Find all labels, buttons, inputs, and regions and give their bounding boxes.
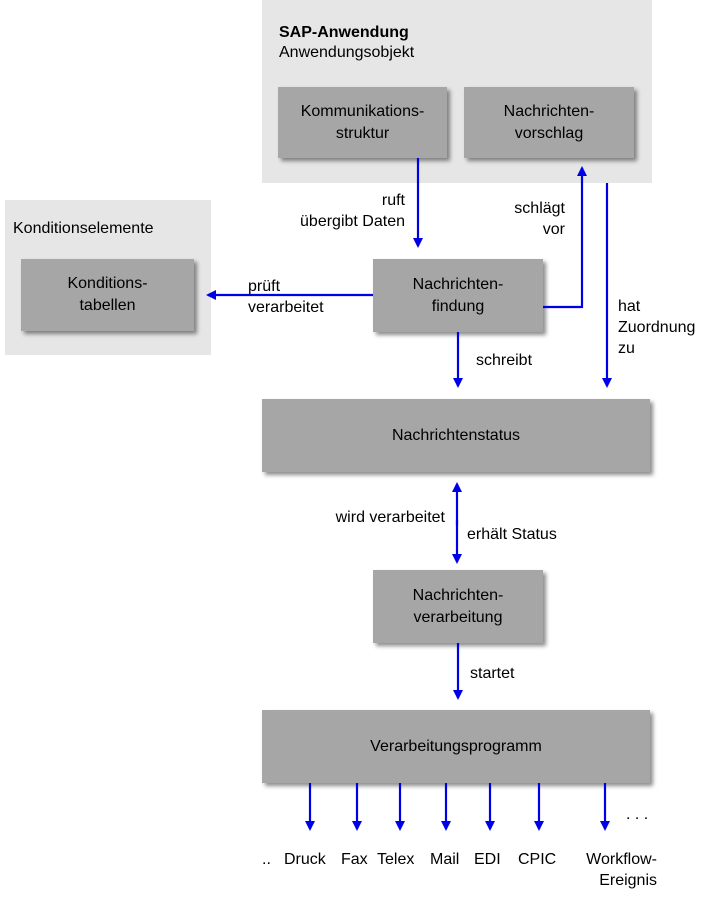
message-status-label: Nachrichtenstatus bbox=[391, 426, 521, 444]
edge-label-schlaegt-vor: schlägt vor bbox=[514, 198, 565, 240]
edge-label-zuordnung-line1: hat bbox=[618, 298, 641, 315]
arrow-schlaegt-vor bbox=[543, 166, 587, 309]
message-proposal-line2: vorschlag bbox=[514, 124, 584, 142]
communication-structure-line2: struktur bbox=[335, 124, 390, 142]
message-processing-line1: Nachrichten- bbox=[412, 586, 504, 604]
output-ellipsis-right: . . . bbox=[626, 806, 649, 823]
output-label-workflow: Workflow- Ereignis bbox=[586, 849, 657, 891]
output-ellipsis-left: .. bbox=[262, 851, 271, 868]
message-processing-line2: verarbeitung bbox=[413, 608, 503, 626]
message-determination-box: Nachrichten- findung bbox=[373, 259, 543, 332]
edge-label-ruft-line2: übergibt Daten bbox=[300, 213, 405, 230]
message-determination-line2: findung bbox=[431, 297, 485, 315]
output-label-fax: Fax bbox=[341, 851, 368, 868]
output-label-workflow-line2: Ereignis bbox=[599, 872, 657, 889]
processing-program-label: Verarbeitungsprogramm bbox=[370, 737, 542, 755]
edge-label-zuordnung-line3: zu bbox=[618, 340, 635, 357]
message-processing-box: Nachrichten- verarbeitung bbox=[373, 570, 543, 643]
edge-label-prueft-line1: prüft bbox=[248, 278, 281, 295]
message-determination-line1: Nachrichten- bbox=[412, 275, 504, 293]
edge-label-zuordnung: hat Zuordnung zu bbox=[618, 296, 695, 359]
output-label-mail: Mail bbox=[430, 851, 460, 868]
edge-label-ruft: ruft übergibt Daten bbox=[300, 190, 405, 232]
message-status-box: Nachrichtenstatus bbox=[262, 399, 650, 472]
edge-label-prueft-line2: verarbeitet bbox=[248, 299, 324, 316]
condition-tables-line2: tabellen bbox=[79, 297, 136, 314]
edge-label-schlaegt-line2: vor bbox=[542, 221, 565, 238]
edge-label-schreibt: schreibt bbox=[476, 352, 533, 369]
edge-label-startet: startet bbox=[470, 665, 515, 682]
edge-label-wird-verarbeitet: wird verarbeitet bbox=[335, 509, 445, 526]
condition-tables-box: Konditions- tabellen bbox=[21, 259, 194, 331]
message-proposal-box: Nachrichten- vorschlag bbox=[464, 87, 634, 158]
message-proposal-line1: Nachrichten- bbox=[503, 102, 595, 120]
communication-structure-box: Kommunikations- struktur bbox=[278, 87, 447, 158]
communication-structure-line1: Kommunikations- bbox=[300, 102, 425, 120]
output-label-cpic: CPIC bbox=[518, 851, 557, 868]
condition-elements-title: Konditionselemente bbox=[13, 220, 154, 237]
condition-tables-line1: Konditions- bbox=[67, 275, 148, 292]
output-label-telex: Telex bbox=[377, 851, 415, 868]
output-label-workflow-line1: Workflow- bbox=[586, 851, 657, 868]
sap-application-title: SAP-Anwendung bbox=[279, 24, 409, 41]
output-label-druck: Druck bbox=[284, 851, 326, 868]
edge-label-zuordnung-line2: Zuordnung bbox=[618, 319, 696, 336]
processing-program-box: Verarbeitungsprogramm bbox=[262, 710, 650, 783]
output-label-edi: EDI bbox=[474, 851, 501, 868]
edge-label-schlaegt-line1: schlägt bbox=[514, 200, 565, 217]
edge-label-ruft-line1: ruft bbox=[381, 192, 405, 209]
sap-application-subtitle: Anwendungsobjekt bbox=[279, 44, 415, 61]
edge-label-erhaelt-status: erhält Status bbox=[467, 526, 557, 543]
edge-label-prueft: prüft verarbeitet bbox=[248, 276, 324, 318]
